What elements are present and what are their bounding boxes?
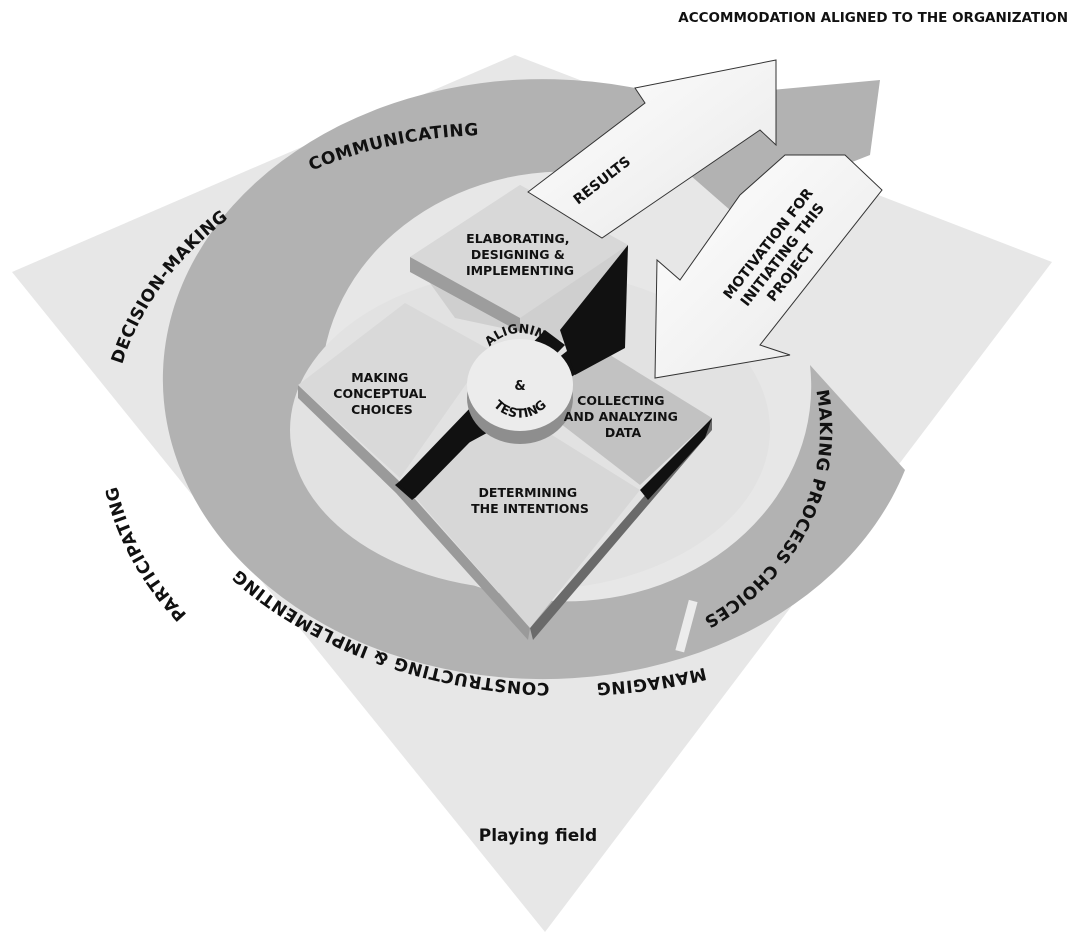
- svg-text:COLLECTING AND ANALYZING: COLLECTING AND ANALYZING DATA: [564, 393, 683, 440]
- quadrant-label-intentions-1: DETERMINING: [479, 485, 578, 500]
- quadrant-label-elaborating-2: DESIGNING &: [471, 247, 565, 262]
- results-arrow: [527, 59, 777, 239]
- quadrant-conceptual: [298, 303, 490, 478]
- quadrant-label-collecting-1: COLLECTING: [577, 393, 664, 408]
- quadrant-label-collecting-2: AND ANALYZING: [564, 409, 678, 424]
- core-label-middle: &: [514, 379, 525, 394]
- diagram-title: ACCOMMODATION ALIGNED TO THE ORGANIZATIO…: [678, 10, 1068, 26]
- quadrant-label-conceptual-2: CONCEPTUAL: [333, 386, 426, 401]
- motivation-arrow: [654, 154, 883, 379]
- quadrant-label-conceptual-3: CHOICES: [351, 402, 413, 417]
- quadrant-label-elaborating-3: IMPLEMENTING: [466, 263, 574, 278]
- quadrant-collecting: [530, 355, 712, 485]
- quadrant-intentions: [400, 415, 640, 628]
- core-disc: [467, 339, 573, 444]
- quadrant-label-intentions-2: THE INTENTIONS: [471, 501, 589, 516]
- quadrant-label-conceptual-1: MAKING: [351, 370, 408, 385]
- svg-text:ELABORATING, DESIGNING &: ELABORATING, DESIGNING & IMPLEMENTING: [466, 231, 574, 278]
- ring-divider: [675, 599, 698, 653]
- quadrant-label-elaborating-1: ELABORATING,: [466, 231, 569, 246]
- svg-text:MAKING CONCEPTUAL CHOI: MAKING CONCEPTUAL CHOICES: [333, 370, 430, 417]
- svg-text:DETERMINING THE INTENTIONS: DETERMINING THE INTENTIONS: [471, 485, 589, 516]
- core-label-bottom: TESTING: [491, 397, 549, 421]
- playing-field-label: Playing field: [479, 826, 597, 846]
- svg-text:PARTICIPATING: PARTICIPATING: [102, 484, 190, 624]
- quadrant-label-collecting-3: DATA: [605, 425, 642, 440]
- svg-text:TESTING: TESTING: [491, 397, 549, 421]
- ring-label-participating: PARTICIPATING: [102, 484, 190, 624]
